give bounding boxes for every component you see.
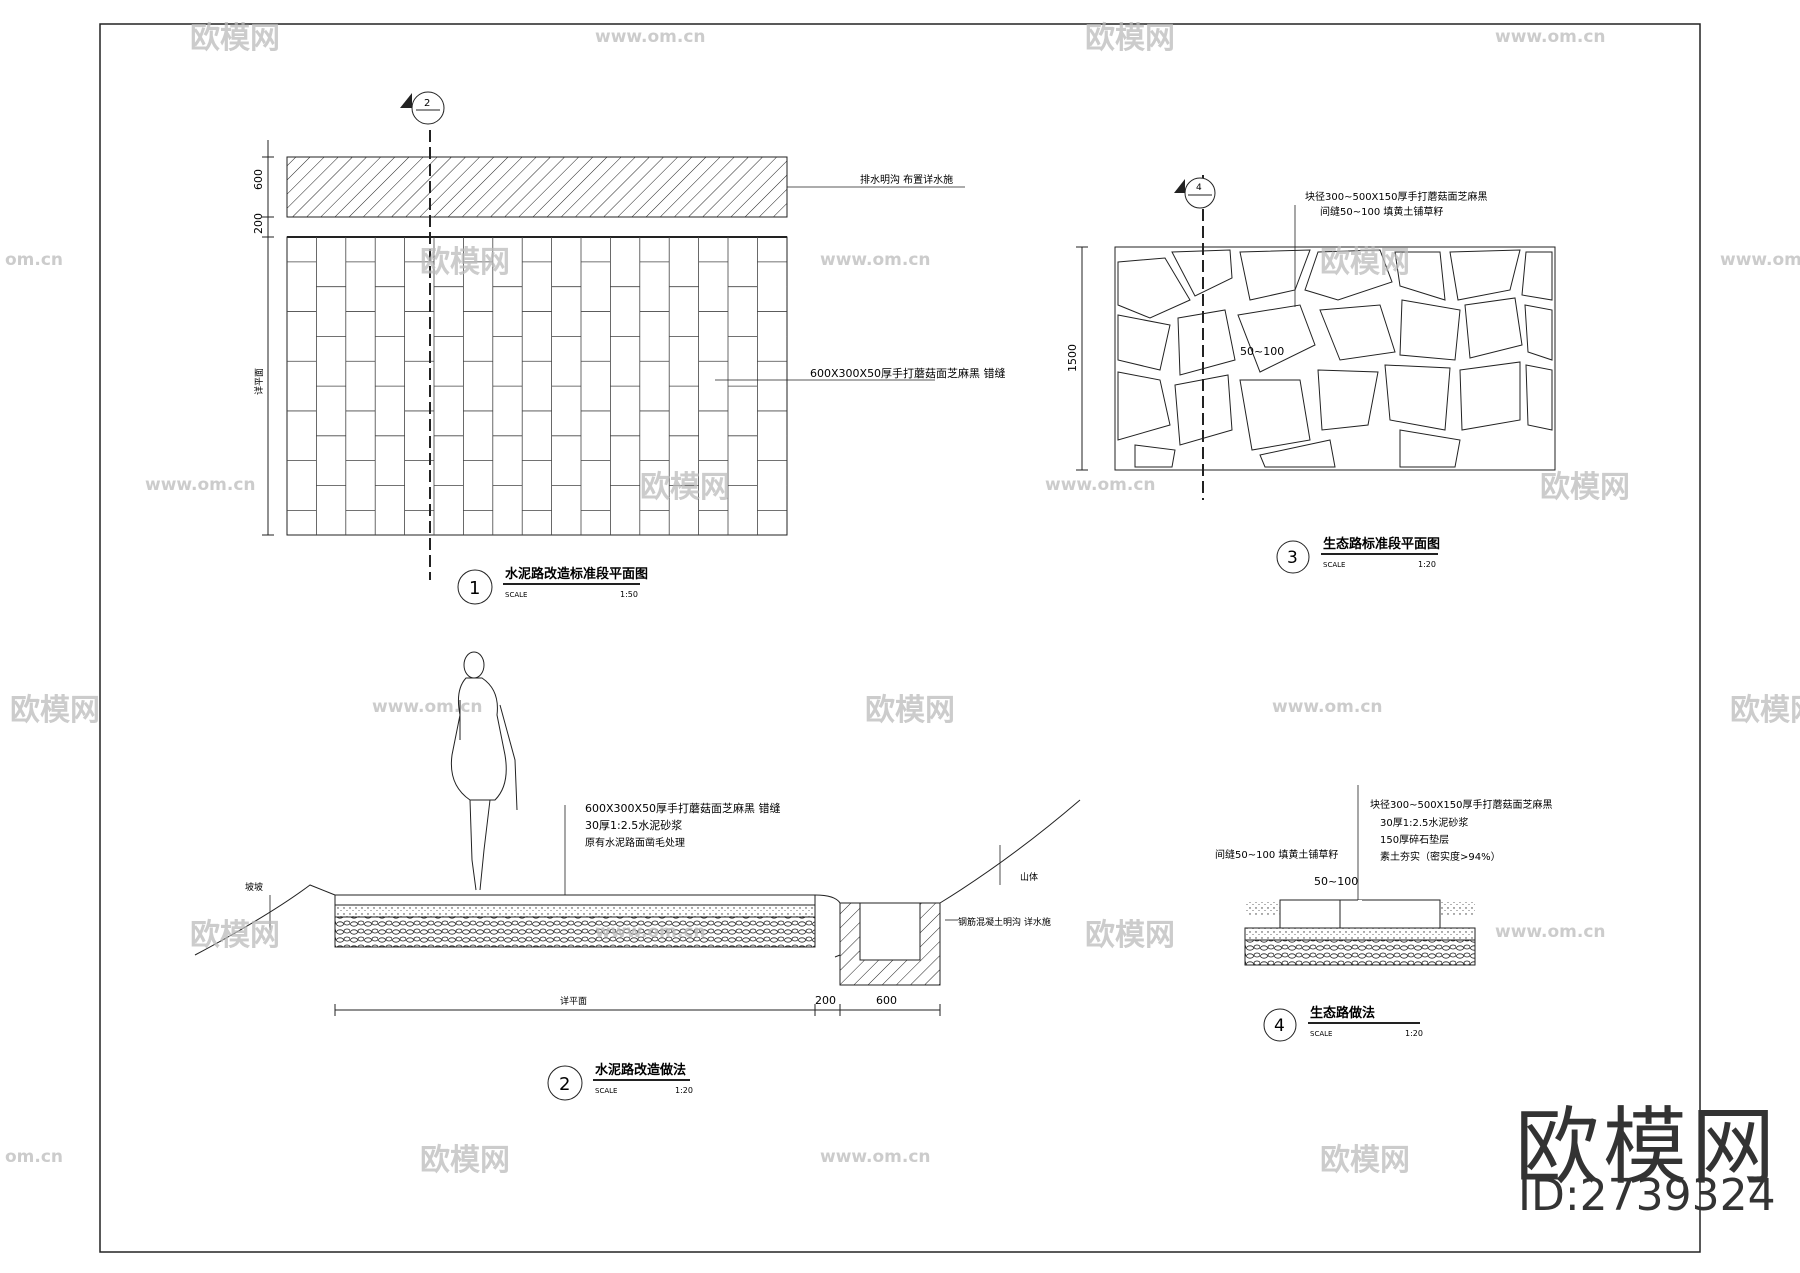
- svg-text:欧模网: 欧模网: [190, 21, 280, 56]
- svg-text:欧模网: 欧模网: [640, 470, 730, 505]
- svg-text:SCALE: SCALE: [1310, 1030, 1332, 1038]
- drain-strip: [286, 156, 788, 218]
- watermark-layer: 欧模网 欧模网 欧模网 欧模网 欧模网 欧模网 欧模网 欧模网 欧模网 欧模网 …: [10, 21, 1800, 1178]
- dim-600: 600: [252, 169, 265, 190]
- title-circle-2: [547, 1065, 583, 1101]
- svg-text:欧模网: 欧模网: [1540, 470, 1630, 505]
- drawing-4-eco-section: 块径300~500X150厚手打蘑菇面芝麻黑 30厚1:2.5水泥砂浆 150厚…: [1215, 785, 1553, 1042]
- paving-layer: [334, 894, 816, 906]
- watermark-logo: 欧模网: [1515, 1098, 1780, 1196]
- svg-text:www.om.cn: www.om.cn: [820, 250, 931, 270]
- svg-text:1: 1: [469, 578, 480, 599]
- drawing-2-section: 600X300X50厚手打蘑菇面芝麻黑 错缝 30厚1:2.5水泥砂浆 原有水泥…: [194, 651, 1081, 1101]
- title-circle-4: [1263, 1008, 1297, 1042]
- svg-text:欧模网: 欧模网: [420, 1143, 510, 1178]
- mountain-label: 山体: [1020, 871, 1038, 883]
- title-4: 生态路做法: [1310, 1005, 1375, 1021]
- svg-text:www.om.cn: www.om.cn: [1495, 27, 1606, 47]
- svg-text:欧模网: 欧模网: [865, 693, 955, 728]
- svg-text:www.om.cn: www.om.cn: [595, 27, 706, 47]
- svg-text:欧模网: 欧模网: [420, 245, 510, 280]
- svg-text:600: 600: [876, 994, 897, 1007]
- sheet-border: [99, 23, 1701, 1253]
- title-circle-1: [457, 569, 493, 605]
- brick-grid: [287, 237, 787, 535]
- stone-pattern: [1117, 249, 1553, 468]
- svg-text:SCALE: SCALE: [505, 591, 527, 599]
- title-2: 水泥路改造做法: [595, 1062, 686, 1078]
- svg-text:欧模网: 欧模网: [1730, 693, 1800, 728]
- eco-gravel: [1244, 939, 1476, 966]
- person-figure: [450, 651, 518, 891]
- dim-1500: 1500: [1066, 344, 1079, 372]
- eco-layer-2: 30厚1:2.5水泥砂浆: [1380, 816, 1468, 829]
- slope-label: 坡坡: [245, 881, 263, 893]
- layer-note-2: 30厚1:2.5水泥砂浆: [585, 818, 682, 832]
- svg-text:www.om.cn: www.om.cn: [820, 1147, 931, 1167]
- svg-text:www.om.cn: www.om.cn: [1720, 250, 1800, 270]
- svg-text:2: 2: [424, 98, 430, 109]
- svg-text:1:20: 1:20: [675, 1086, 693, 1095]
- svg-text:4: 4: [1196, 183, 1202, 193]
- title-circle-3: [1276, 540, 1310, 574]
- eco-gap-note: 间缝50~100 填黄土铺草籽: [1215, 848, 1338, 861]
- title-1: 水泥路改造标准段平面图: [505, 566, 648, 582]
- eco-layer-1: 块径300~500X150厚手打蘑菇面芝麻黑: [1370, 798, 1553, 811]
- svg-text:欧模网: 欧模网: [1320, 245, 1410, 280]
- svg-text:www.om.cn: www.om.cn: [1272, 697, 1383, 717]
- svg-text:www.om.cn: www.om.cn: [372, 697, 483, 717]
- svg-text:www.om.cn: www.om.cn: [1495, 922, 1606, 942]
- dim-200: 200: [252, 213, 265, 234]
- svg-text:www.om.cn: www.om.cn: [595, 922, 706, 942]
- svg-text:欧模网: 欧模网: [1085, 21, 1175, 56]
- eco-layer-3: 150厚碎石垫层: [1380, 833, 1449, 846]
- layer-note-1: 600X300X50厚手打蘑菇面芝麻黑 错缝: [585, 801, 781, 815]
- title-3: 生态路标准段平面图: [1323, 536, 1440, 552]
- svg-text:欧模网: 欧模网: [10, 693, 100, 728]
- dim-detail: 详平面: [253, 368, 265, 395]
- eco-area: [1114, 246, 1556, 471]
- svg-text:www.om.cn: www.om.cn: [145, 475, 256, 495]
- svg-text:1:20: 1:20: [1418, 560, 1436, 569]
- svg-text:欧模网: 欧模网: [1320, 1143, 1410, 1178]
- svg-text:欧模网: 欧模网: [1085, 918, 1175, 953]
- svg-text:www.om.cn: www.om.cn: [1045, 475, 1156, 495]
- watermark-site-layer: www.om.cn www.om.cn om.cn www.om.cn www.…: [5, 27, 1800, 1167]
- drawing-3-eco-plan: 1500 4 块径300~500X150厚手打蘑菇面芝麻黑 间缝50~100 填…: [1066, 175, 1556, 574]
- layer-note-3: 原有水泥路面凿毛处理: [585, 836, 685, 849]
- svg-text:om.cn: om.cn: [5, 250, 63, 270]
- svg-text:200: 200: [815, 994, 836, 1007]
- svg-text:SCALE: SCALE: [1323, 561, 1345, 569]
- gravel-layer: [334, 916, 816, 948]
- note-gap: 间缝50~100 填黄土铺草籽: [1320, 205, 1443, 218]
- svg-text:1:50: 1:50: [620, 590, 638, 599]
- note-paving: 600X300X50厚手打蘑菇面芝麻黑 错缝: [810, 366, 1006, 380]
- eco-layer-4: 素土夯实（密实度>94%）: [1380, 850, 1501, 863]
- svg-text:1:20: 1:20: [1405, 1029, 1423, 1038]
- svg-text:SCALE: SCALE: [595, 1087, 617, 1095]
- watermark-id: ID:2739324: [1518, 1170, 1776, 1221]
- svg-text:欧模网: 欧模网: [190, 918, 280, 953]
- svg-text:2: 2: [559, 1074, 570, 1095]
- stone-block-right: [1339, 899, 1441, 929]
- drawing-1-plan: 600 200 详平面 2 排水明沟 布置详水施 600X300X50厚手打蘑菇…: [252, 91, 1006, 605]
- note-stone: 块径300~500X150厚手打蘑菇面芝麻黑: [1305, 190, 1488, 203]
- ditch-label: 钢筋混凝土明沟 详水施: [958, 916, 1051, 928]
- dim-gap: 50~100: [1240, 345, 1284, 358]
- note-drain: 排水明沟 布置详水施: [860, 173, 953, 186]
- svg-text:om.cn: om.cn: [5, 1147, 63, 1167]
- svg-text:3: 3: [1287, 548, 1298, 568]
- svg-text:50~100: 50~100: [1314, 875, 1358, 888]
- svg-text:4: 4: [1274, 1016, 1285, 1036]
- svg-text:详平面: 详平面: [560, 995, 587, 1007]
